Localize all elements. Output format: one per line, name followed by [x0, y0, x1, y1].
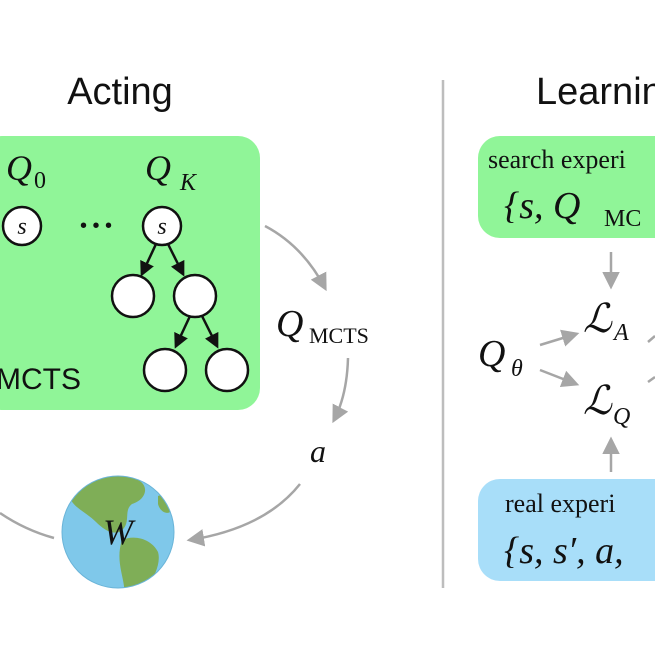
- arrow-qmcts-to-action: [332, 357, 350, 424]
- arrow-qtheta-to-loss-q: [539, 368, 580, 388]
- real-experience-set: {s, s′, a,: [504, 530, 624, 572]
- acting-title: Acting: [67, 71, 173, 113]
- svg-text:ℒ: ℒ: [583, 296, 613, 341]
- real-experience-box: [478, 479, 655, 581]
- learning-title: Learning: [536, 71, 655, 113]
- state-node-last: s: [141, 205, 183, 247]
- svg-text:Q: Q: [6, 148, 32, 188]
- tree-edge: [140, 243, 158, 277]
- svg-text:{s, Q: {s, Q: [504, 185, 580, 227]
- svg-text:MCTS: MCTS: [309, 323, 369, 348]
- arrow-outgoing-loss-a: [647, 335, 655, 343]
- svg-text:K: K: [179, 170, 198, 196]
- svg-text:MC: MC: [604, 206, 641, 232]
- tree-edge: [166, 243, 185, 277]
- svg-text:Q: Q: [613, 404, 630, 430]
- tree-edge: [174, 315, 192, 349]
- svg-text:s: s: [17, 214, 26, 240]
- svg-text:Q: Q: [276, 303, 303, 345]
- svg-text:θ: θ: [511, 356, 523, 382]
- arrow-outgoing-loss-q: [647, 375, 655, 384]
- tree-node: [172, 273, 218, 319]
- real-experience-label: real experi: [505, 489, 615, 518]
- world-globe: W: [61, 475, 175, 589]
- svg-text:0: 0: [34, 168, 46, 194]
- svg-text:W: W: [103, 512, 136, 552]
- svg-text:s: s: [157, 214, 166, 240]
- svg-text:Q: Q: [478, 333, 505, 375]
- tree-node: [204, 347, 250, 393]
- state-node-first: s: [1, 205, 43, 247]
- ellipsis: • • •: [80, 215, 112, 237]
- mcts-panel: [0, 136, 260, 410]
- tree-node: [110, 273, 156, 319]
- mcts-label: MCTS: [0, 363, 81, 396]
- tree-edge: [200, 315, 219, 349]
- arrow-qtheta-to-loss-a: [539, 329, 580, 347]
- search-experience-box: [478, 136, 655, 238]
- search-experience-set: {s, Q MC: [504, 185, 641, 232]
- svg-text:Q: Q: [145, 148, 171, 188]
- tree-node: [142, 347, 188, 393]
- q-theta-label: Q θ: [478, 333, 523, 382]
- arrow-world-to-panel: [0, 511, 55, 540]
- action-label: a: [310, 433, 326, 469]
- q-mcts-label: Q MCTS: [276, 303, 369, 348]
- arrow-panel-to-qmcts: [264, 224, 327, 292]
- loss-a-label: ℒ A: [583, 296, 629, 346]
- svg-text:ℒ: ℒ: [583, 378, 613, 423]
- arrow-action-to-world: [186, 483, 301, 547]
- search-experience-label: search experi: [488, 145, 626, 174]
- svg-text:A: A: [612, 320, 629, 346]
- loss-q-label: ℒ Q: [583, 378, 630, 430]
- qk-label: Q K: [145, 148, 198, 196]
- q0-label: Q 0: [6, 148, 46, 194]
